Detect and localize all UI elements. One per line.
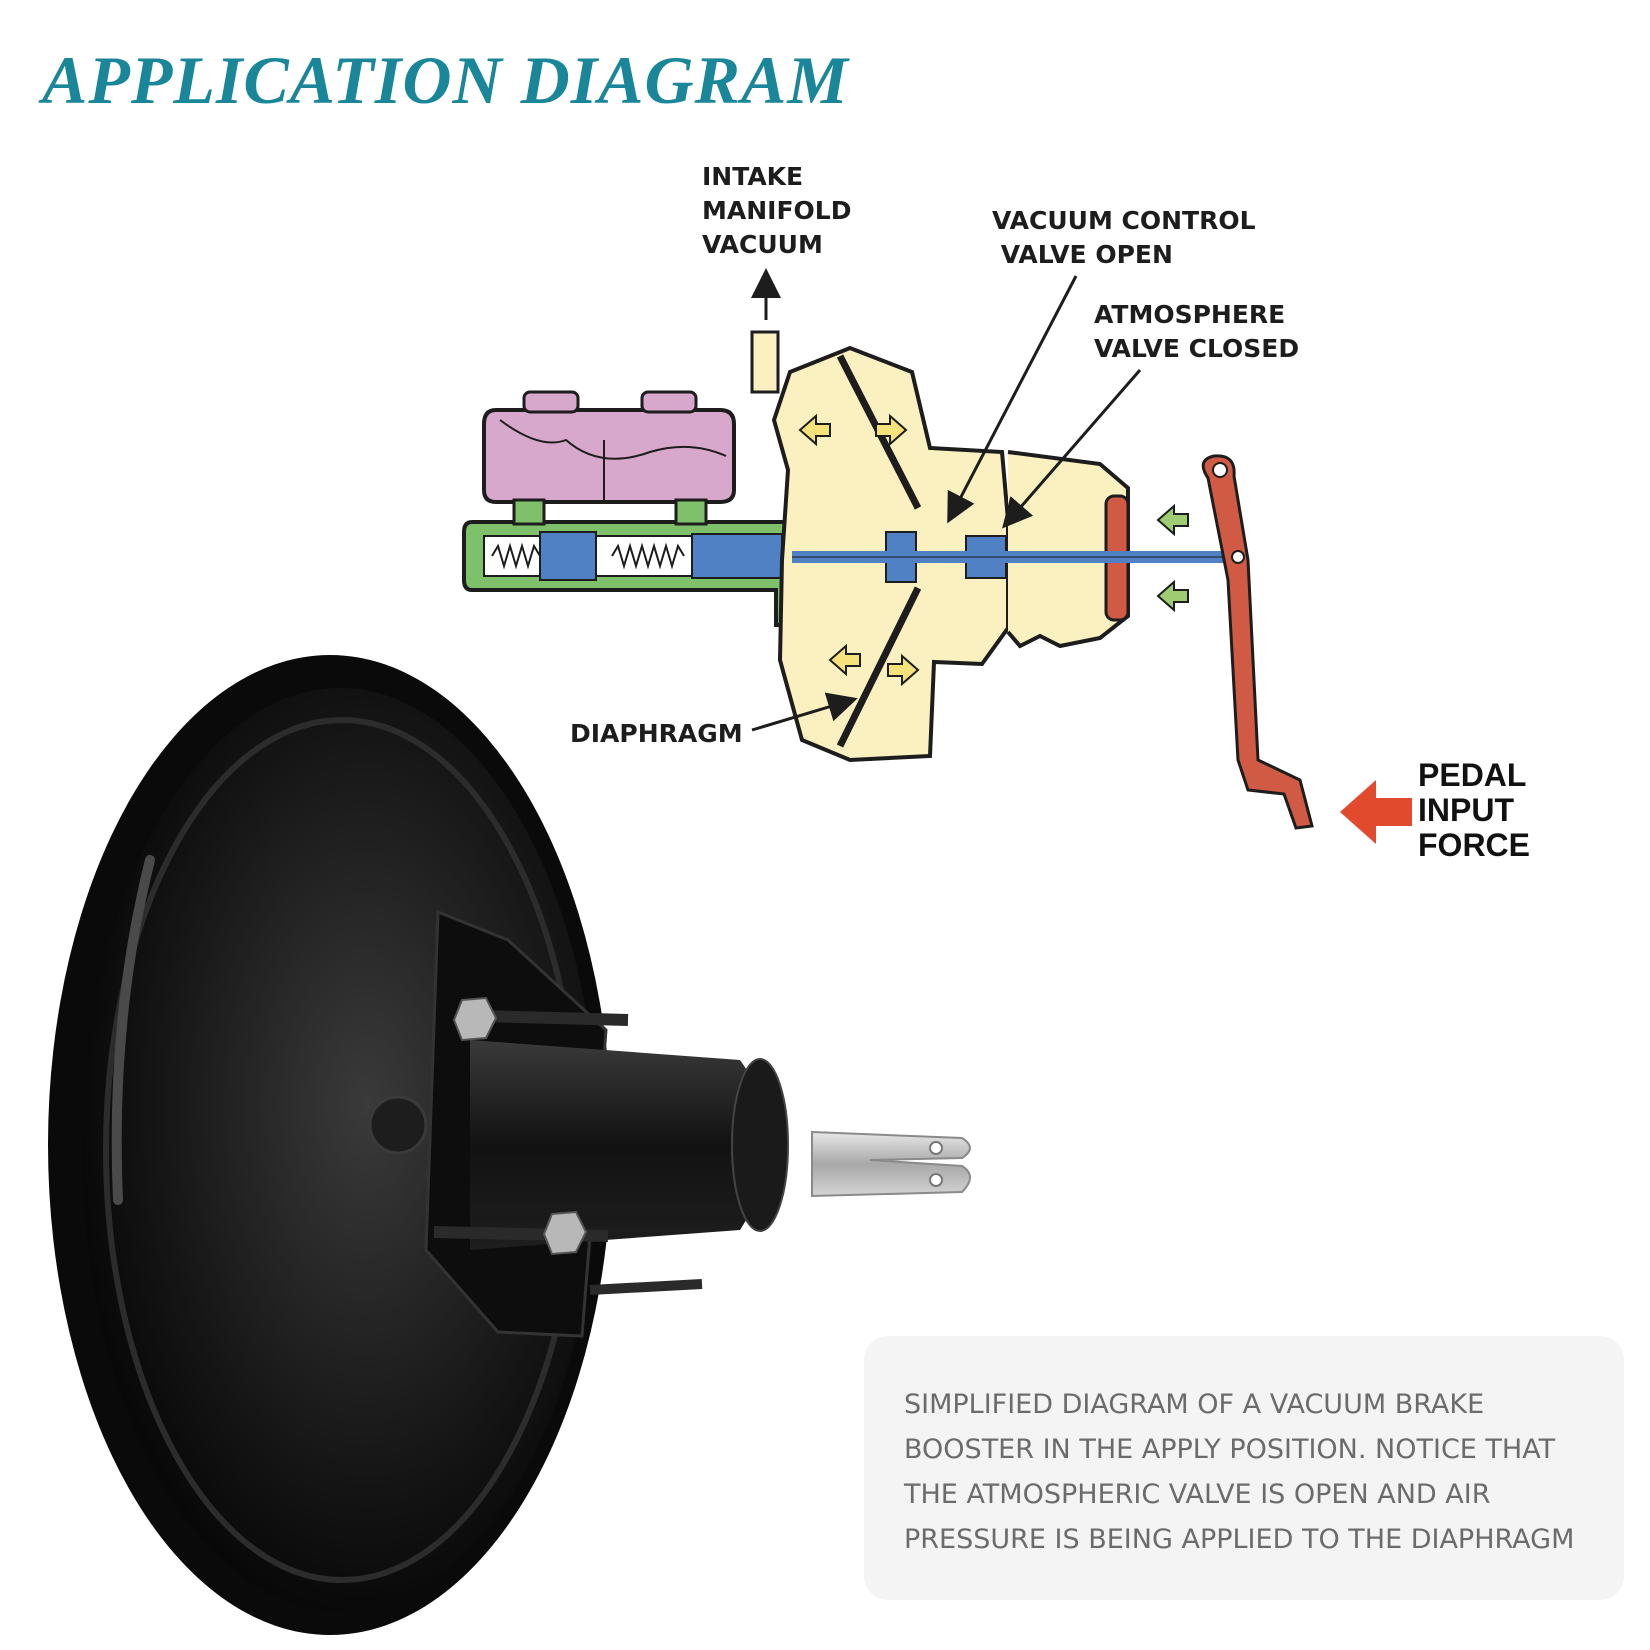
- brake-pedal: [1201, 454, 1314, 830]
- pedal-arm: [1201, 454, 1314, 830]
- intake-vacuum-label: INTAKE MANIFOLD VACUUM: [702, 162, 852, 259]
- disc-highlight: [111, 855, 155, 1205]
- vacuum-valve-label: VACUUM CONTROL VALVE OPEN: [992, 206, 1256, 269]
- vacuum-valve-leader: [947, 275, 1078, 524]
- air-flow-arrows: [798, 413, 1189, 687]
- master-cylinder: [462, 493, 794, 627]
- air-arrow: [1156, 579, 1189, 613]
- reservoir-port-left: [512, 498, 546, 526]
- vacuum-port: [750, 330, 780, 394]
- booster-disc-face: [82, 688, 598, 1612]
- diaphragm-leader: [751, 692, 858, 732]
- vacuum-booster-housing: [750, 330, 1130, 763]
- primary-piston: [539, 531, 597, 581]
- pedal-clevis-pin: [1231, 550, 1245, 564]
- reservoir-cap-left: [522, 390, 580, 414]
- air-arrow: [828, 643, 861, 677]
- air-arrow: [887, 653, 920, 687]
- force-arrow-icon: [1340, 780, 1412, 844]
- pedal-input-force-label: PEDAL INPUT FORCE: [1418, 757, 1530, 863]
- atmosphere-valve-leader: [1002, 369, 1142, 529]
- reservoir-tank: [482, 408, 736, 504]
- caption-box: SIMPLIFIED DIAGRAM OF A VACUUM BRAKE BOO…: [864, 1336, 1624, 1600]
- mounting-stud: [479, 1010, 629, 1026]
- clevis-fork: [811, 1130, 971, 1198]
- pedal-pivot: [1212, 462, 1228, 478]
- return-spring: [491, 542, 541, 570]
- atmosphere-valve-label: ATMOSPHERE VALVE CLOSED: [1094, 300, 1300, 363]
- stud-nut: [452, 996, 498, 1042]
- air-arrow: [875, 413, 908, 447]
- stud-nut: [542, 1210, 588, 1256]
- secondary-piston: [691, 533, 783, 579]
- mounting-stud: [589, 1279, 703, 1295]
- page-title: APPLICATION DIAGRAM: [42, 42, 849, 118]
- pedal-force-arrow: [1340, 780, 1412, 844]
- air-arrow: [1156, 503, 1189, 537]
- air-arrow: [798, 413, 831, 447]
- booster-product-image: [48, 655, 971, 1635]
- callout-leaders: [751, 268, 1142, 732]
- clevis-hole: [929, 1141, 943, 1155]
- cone-boss: [368, 1095, 428, 1155]
- booster-cone: [470, 1040, 769, 1250]
- reservoir-cap-right: [640, 390, 698, 414]
- fluid-reservoir: [482, 390, 736, 526]
- caption-text: SIMPLIFIED DIAGRAM OF A VACUUM BRAKE BOO…: [904, 1389, 1575, 1555]
- reservoir-port-right: [674, 498, 708, 526]
- bellows-housing: [1006, 450, 1130, 649]
- clevis-hole: [929, 1173, 943, 1187]
- diaphragm-label: DIAPHRAGM: [570, 719, 743, 748]
- cone-end-cap: [731, 1058, 789, 1232]
- secondary-spring: [611, 542, 685, 570]
